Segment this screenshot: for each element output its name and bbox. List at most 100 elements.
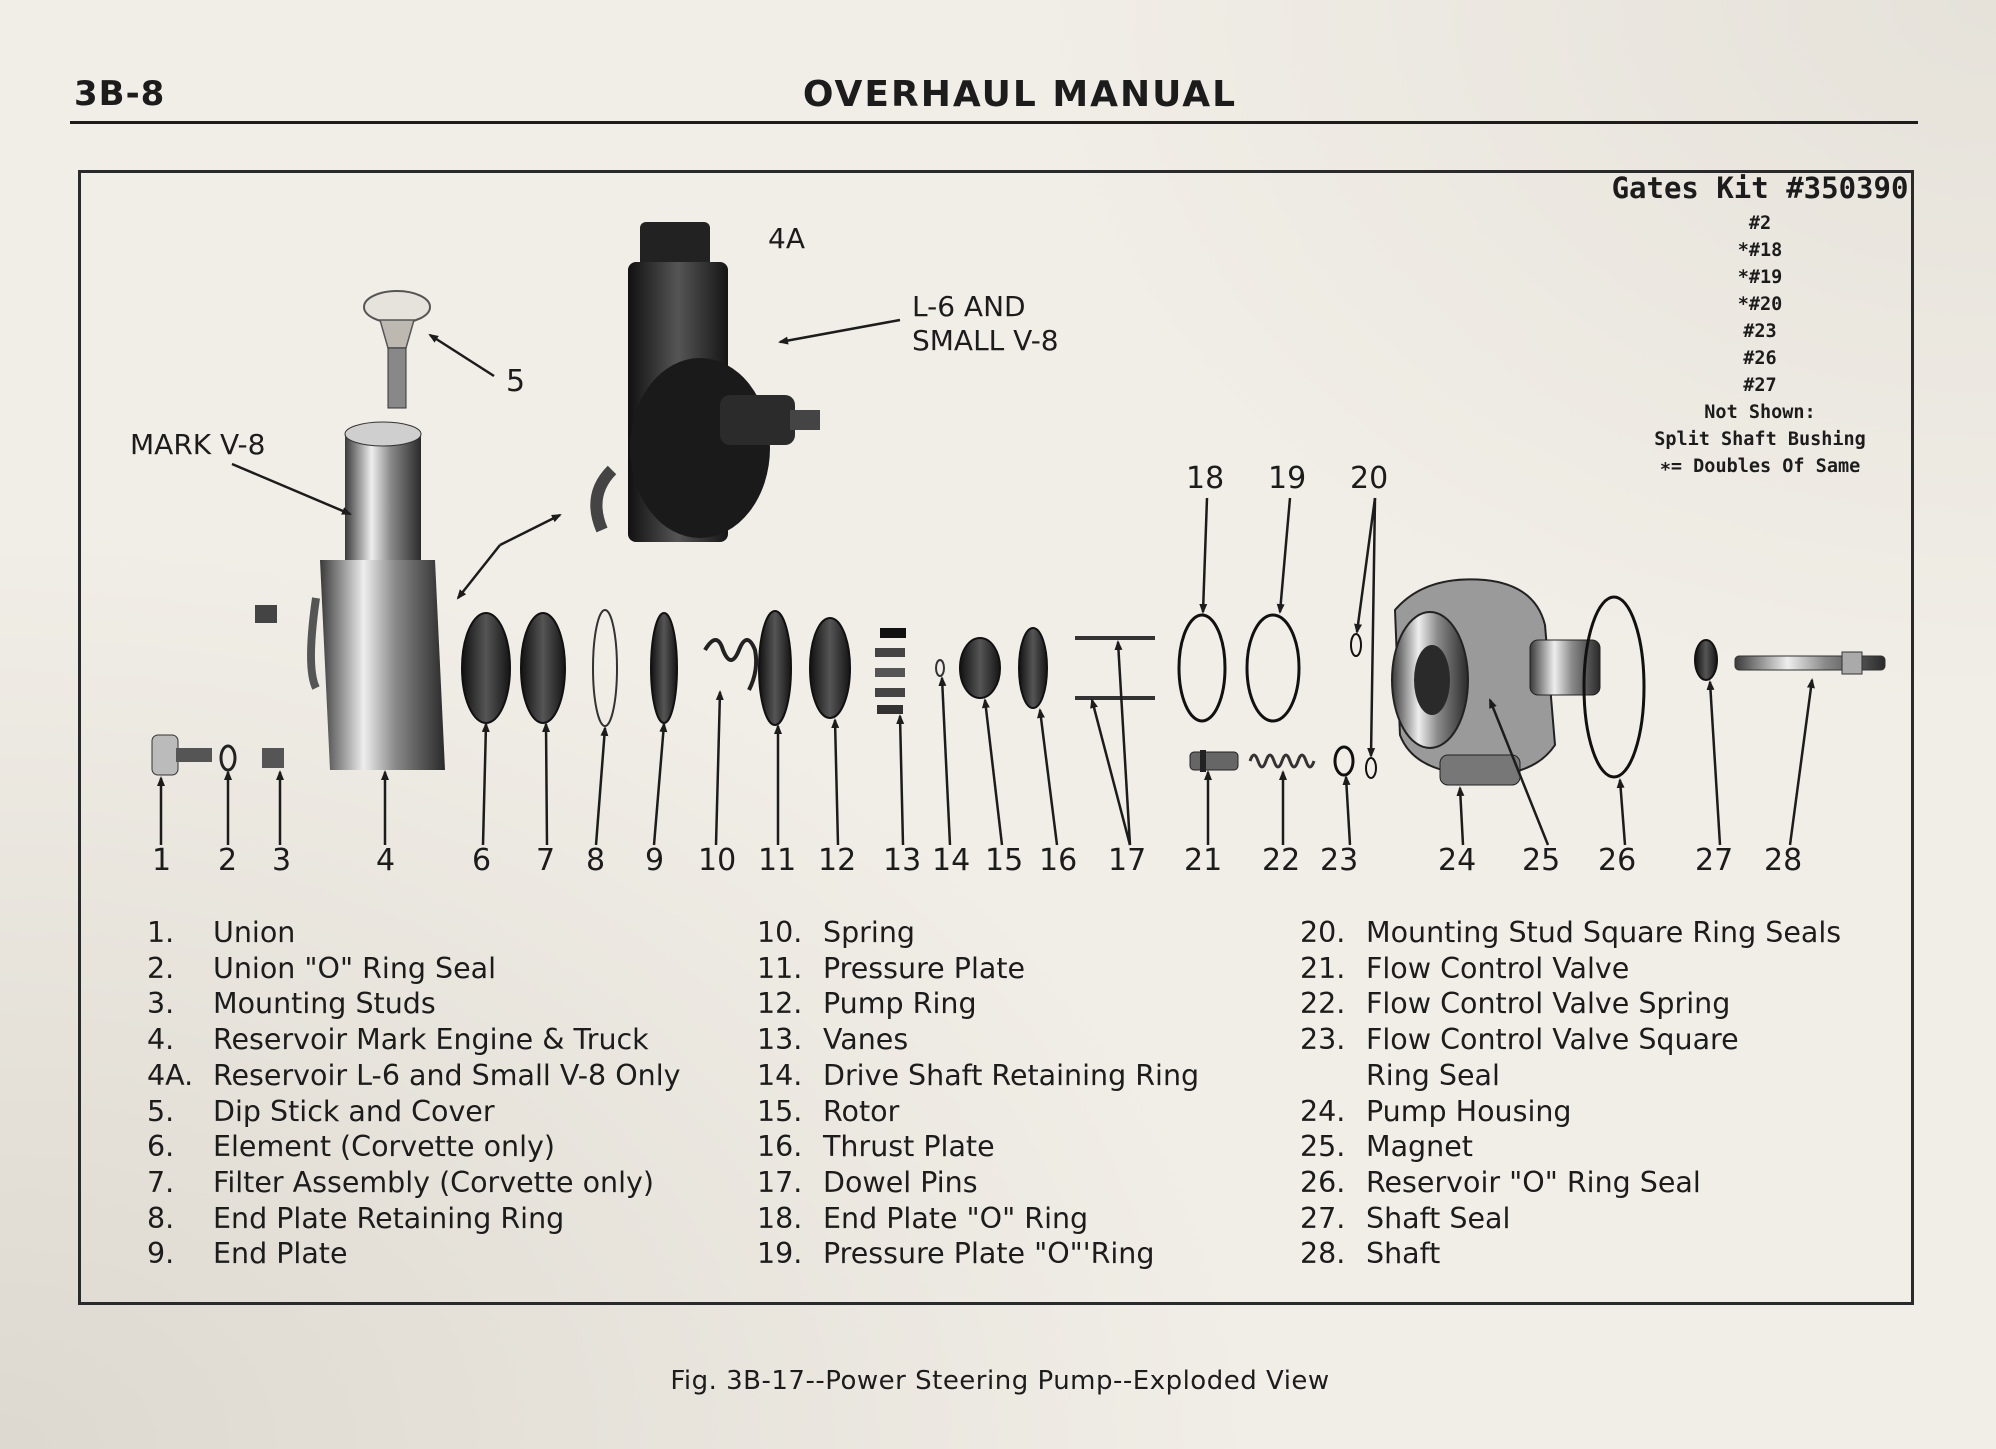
figure-caption: Fig. 3B-17--Power Steering Pump--Explode… — [670, 1366, 1330, 1396]
leader-19 — [1276, 497, 1292, 614]
part-number-label: 13 — [883, 843, 922, 878]
leader-28 — [1788, 678, 1815, 846]
item-number: 25. — [1300, 1130, 1346, 1164]
kit-line: #23 — [1743, 321, 1777, 342]
legend-item: 13. Vanes — [757, 1022, 1199, 1058]
flow-control-valve-spring — [1248, 753, 1316, 769]
item-number: 14. — [757, 1058, 803, 1092]
legend-item: 8. End Plate Retaining Ring — [147, 1201, 680, 1237]
item-label: Reservoir Mark Engine & Truck — [213, 1023, 649, 1057]
gates-kit-note: Gates Kit #350390 #2 *#18 *#19 *#20 #23 … — [1610, 166, 1910, 480]
item-number: 12. — [757, 987, 803, 1021]
item-number: 8. — [147, 1201, 175, 1235]
item-number: 9. — [147, 1237, 175, 1271]
item-label: Dowel Pins — [823, 1165, 978, 1199]
element-disc — [461, 612, 511, 724]
part-number-label: 2 — [218, 843, 238, 878]
leader-mark-v8 — [231, 462, 352, 516]
legend-item: 15. Rotor — [757, 1094, 1199, 1130]
legend-item: 17. Dowel Pins — [757, 1165, 1199, 1201]
kit-line: Not Shown: — [1704, 402, 1816, 423]
item-label: Flow Control Valve Square — [1366, 1023, 1739, 1057]
callout-l6-line2: SMALL V-8 — [912, 324, 1059, 357]
mounting-stud — [262, 748, 284, 768]
item-number: 7. — [147, 1165, 175, 1199]
end-plate-disc — [650, 612, 678, 724]
stud-square-ring-bottom — [1365, 757, 1377, 779]
leader-20b — [1367, 497, 1377, 758]
item-label: Union "O" Ring Seal — [213, 951, 497, 985]
end-plate-retaining-ring — [592, 609, 618, 727]
item-label: Rotor — [823, 1094, 900, 1128]
header-rule — [70, 121, 1918, 124]
end-plate-o-ring — [1177, 613, 1227, 723]
flow-control-valve — [1189, 750, 1239, 772]
item-label: Pressure Plate "O"'Ring — [823, 1237, 1155, 1271]
kit-line: #27 — [1743, 375, 1777, 396]
part-number-label: 22 — [1262, 843, 1301, 878]
item-number — [1300, 1058, 1366, 1094]
drive-shaft — [1734, 651, 1886, 675]
item-number: 13. — [757, 1023, 803, 1057]
item-number: 20. — [1300, 916, 1346, 949]
item-label: Union — [213, 916, 296, 949]
part-number-label: 10 — [698, 843, 737, 878]
leader-15 — [981, 698, 1004, 846]
callout-5: 5 — [506, 364, 526, 399]
leader-12 — [831, 718, 840, 846]
reservoir-mark — [307, 421, 445, 770]
item-number: 27. — [1300, 1201, 1346, 1235]
item-number: 18. — [757, 1201, 803, 1235]
item-label: Magnet — [1366, 1130, 1473, 1164]
kit-line: Split Shaft Bushing — [1654, 429, 1866, 450]
filter-assembly-disc — [520, 612, 566, 724]
part-number-label: 28 — [1764, 843, 1803, 878]
item-label: Flow Control Valve Spring — [1366, 987, 1731, 1021]
kit-line: ∗= Doubles Of Same — [1659, 456, 1861, 477]
pressure-plate-o-ring — [1245, 613, 1301, 723]
part-number-label: 21 — [1184, 843, 1223, 878]
part-number-label: 8 — [586, 843, 606, 878]
dowel-pins — [1075, 636, 1155, 700]
item-label: Element (Corvette only) — [213, 1130, 555, 1164]
union-o-ring — [219, 744, 237, 772]
legend-item: 9.End Plate — [147, 1236, 680, 1272]
shaft-seal — [1694, 639, 1718, 681]
item-label: Filter Assembly (Corvette only) — [213, 1165, 654, 1199]
item-number: 2. — [147, 951, 175, 985]
leader-10 — [714, 690, 724, 846]
item-label: Vanes — [823, 1023, 909, 1057]
reservoir-o-ring-seal — [1582, 595, 1646, 779]
item-number: 17. — [757, 1165, 803, 1199]
item-number: 11. — [757, 951, 803, 985]
flow-control-square-seal — [1333, 745, 1355, 777]
legend-item: 2. Union "O" Ring Seal — [147, 951, 680, 987]
leader-16 — [1037, 708, 1059, 846]
item-label: End Plate Retaining Ring — [213, 1201, 565, 1235]
reservoir-4a — [590, 222, 820, 542]
item-number: 15. — [757, 1094, 803, 1128]
leader-double-a — [456, 544, 501, 600]
legend-item: 28. Shaft — [1300, 1236, 1841, 1272]
part-number-label: 12 — [818, 843, 857, 878]
legend-item: 16.Thrust Plate — [757, 1129, 1199, 1165]
item-label: Shaft — [1366, 1237, 1441, 1271]
part-number-label: 6 — [472, 843, 492, 878]
part-number-label: 20 — [1350, 461, 1389, 496]
item-number: 28. — [1300, 1237, 1346, 1271]
leader-17b — [1114, 640, 1132, 846]
legend-column-2: 10.Spring 11.Pressure Plate 12.Pump Ring… — [757, 915, 1199, 1272]
item-label: Spring — [823, 916, 915, 949]
kit-line: *#20 — [1737, 294, 1783, 315]
item-label: Flow Control Valve — [1366, 951, 1630, 985]
kit-line: #2 — [1748, 213, 1772, 234]
leader-14 — [938, 676, 952, 846]
item-number: 22. — [1300, 987, 1346, 1021]
thrust-plate-disc — [1018, 627, 1048, 709]
legend-item: 27.Shaft Seal — [1300, 1201, 1841, 1237]
pump-ring-disc — [809, 617, 851, 719]
kit-line: *#19 — [1737, 267, 1783, 288]
item-label: Dip Stick and Cover — [213, 1094, 495, 1128]
legend-item: 3.Mounting Studs — [147, 986, 680, 1022]
